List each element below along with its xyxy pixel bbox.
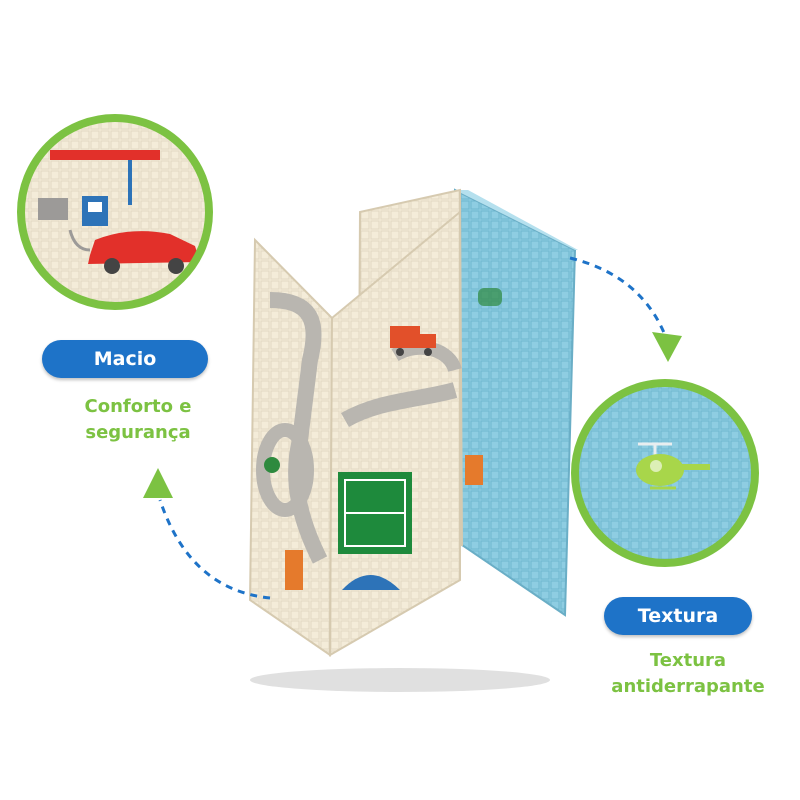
feature-label-soft: Macio — [42, 340, 208, 378]
dashed-arrow-right — [569, 256, 682, 362]
feature-label-texture: Textura — [604, 597, 752, 635]
folded-play-mat — [248, 188, 578, 692]
feature-description-soft-line-2: segurança — [85, 422, 191, 443]
zoom-circle-soft — [17, 114, 213, 310]
feature-description-texture-line-1: Textura — [649, 650, 727, 671]
feature-description-texture-line-2: antiderrapante — [611, 676, 765, 697]
feature-description-soft: Conforto e segurança — [38, 394, 238, 446]
feature-description-soft-line-1: Conforto e — [84, 396, 192, 417]
dashed-arrow-left — [143, 468, 271, 600]
feature-description-texture: Textura antiderrapante — [588, 648, 788, 700]
zoom-circle-texture — [571, 379, 759, 567]
